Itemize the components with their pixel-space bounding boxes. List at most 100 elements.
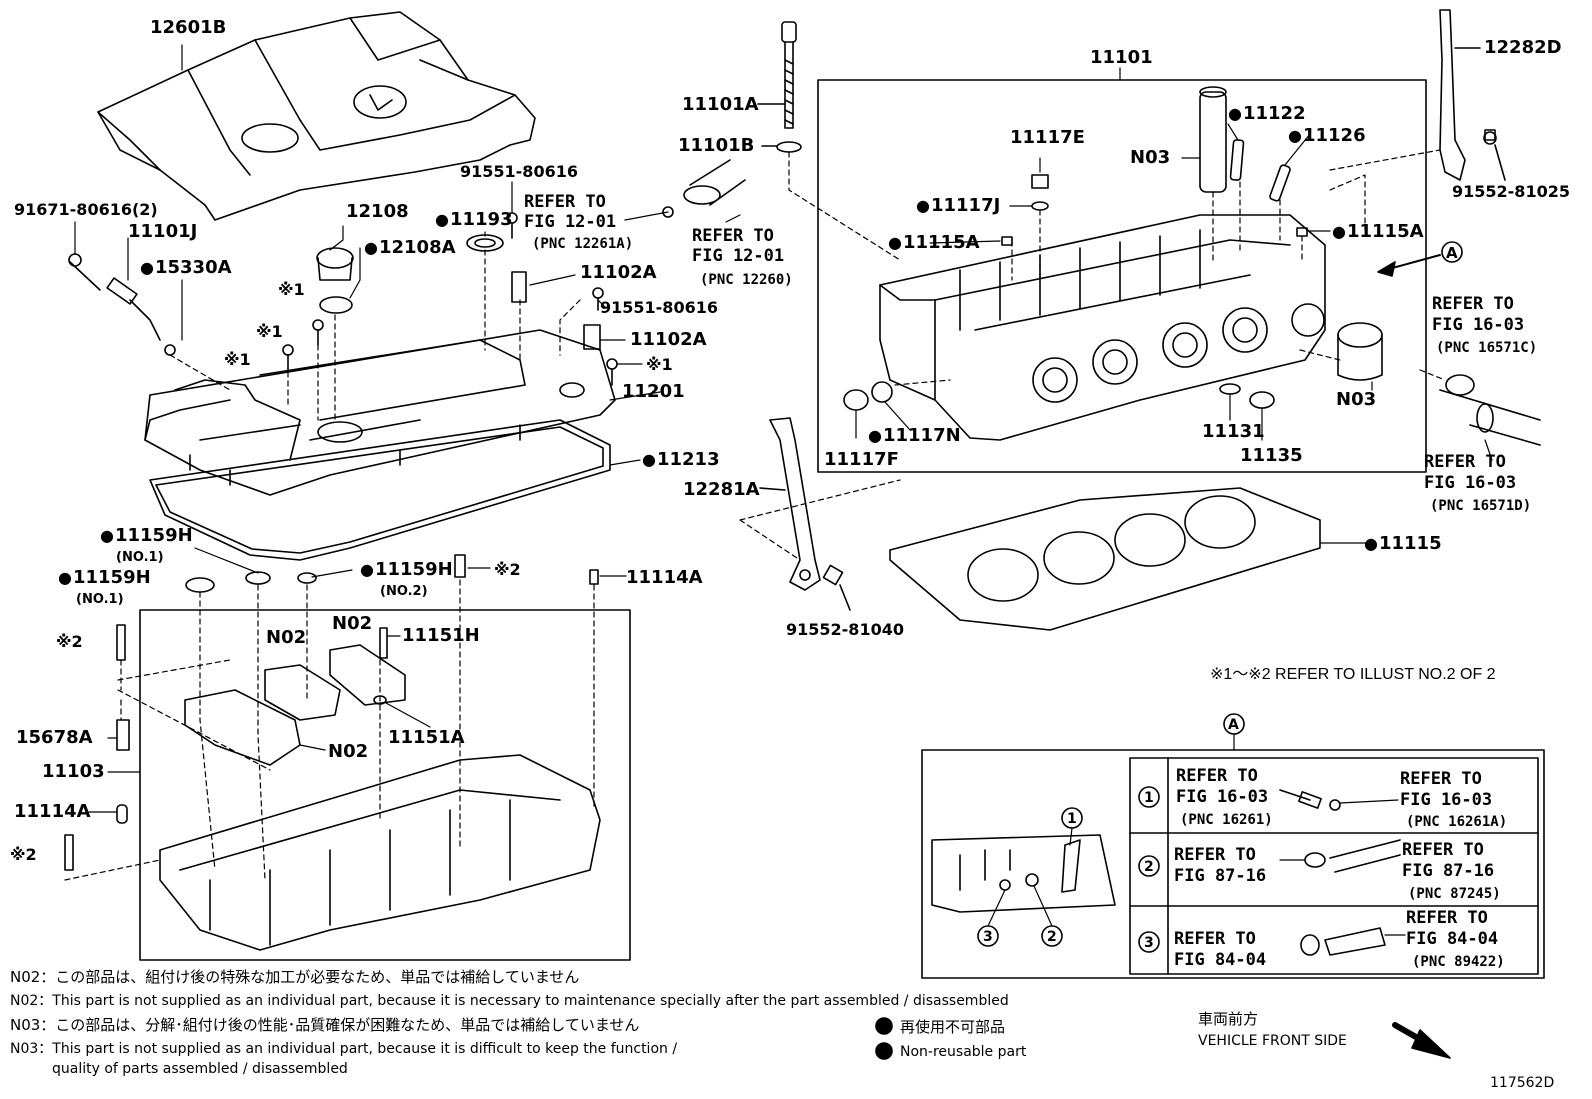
part-label-91552-81040[interactable]: 91552-81040 xyxy=(786,620,904,639)
detail-row3-left-line1[interactable]: REFER TO xyxy=(1174,929,1256,949)
detail-a-box xyxy=(921,749,1545,979)
part-label-11213[interactable]: 11213 xyxy=(642,450,720,470)
refer-12-01-b-line1[interactable]: REFER TO xyxy=(692,226,774,246)
part-label-11103[interactable]: 11103 xyxy=(42,761,105,782)
front-label-jp: 車両前方 xyxy=(1198,1010,1259,1028)
part-label-n03-a[interactable]: N03 xyxy=(1130,147,1171,168)
diagram-id: 117562D xyxy=(1490,1075,1555,1091)
refer-12-01-b-line2[interactable]: FIG 12-01 xyxy=(692,246,785,266)
part-label-11159h-b[interactable]: 11159H xyxy=(58,568,151,588)
head-cover-drawing xyxy=(144,329,616,496)
part-label-n02-a[interactable]: N02 xyxy=(266,627,307,648)
part-label-11114a-a[interactable]: 11114A xyxy=(626,567,703,588)
part-label-11135[interactable]: 11135 xyxy=(1240,445,1303,466)
detail-row1-right-pnc: (PNC 16261A) xyxy=(1406,814,1508,830)
detail-row1-right-line2[interactable]: FIG 16-03 xyxy=(1400,790,1493,810)
part-label-15330a[interactable]: 15330A xyxy=(140,258,232,278)
detail-row3-right-pnc: (PNC 89422) xyxy=(1412,954,1505,970)
kome1-label-d: ※1 xyxy=(646,355,673,374)
part-label-n02-b[interactable]: N02 xyxy=(332,613,373,634)
part-label-11159h-a[interactable]: 11159H xyxy=(100,526,193,546)
part-label-n02-c[interactable]: N02 xyxy=(328,741,369,762)
part-label-n03-b[interactable]: N03 xyxy=(1336,389,1377,410)
refer-16-03-c-line2[interactable]: FIG 16-03 xyxy=(1432,315,1525,335)
detail-row2-right-line2[interactable]: FIG 87-16 xyxy=(1402,861,1495,881)
note-n03-jp: N03：この部品は、分解･組付け後の性能･品質確保が困難なため、単品では補給して… xyxy=(10,1016,640,1034)
part-label-12108[interactable]: 12108 xyxy=(346,201,409,222)
part-label-91551-a[interactable]: 91551-80616 xyxy=(460,162,578,181)
detail-a-marker-label: A xyxy=(1228,717,1239,733)
refer-16-03-d-line1[interactable]: REFER TO xyxy=(1424,452,1506,472)
refer-12-01-a-line1[interactable]: REFER TO xyxy=(524,192,606,212)
cam-housing-box xyxy=(139,609,631,961)
detail-row2-left-line2[interactable]: FIG 87-16 xyxy=(1174,866,1267,886)
refer-12-01-a-pnc: (PNC 12261A) xyxy=(532,236,634,252)
detail-row3-right-line1[interactable]: REFER TO xyxy=(1406,908,1488,928)
part-label-11193[interactable]: 11193 xyxy=(435,210,513,230)
note-n03-en-line2: quality of parts assembled / disassemble… xyxy=(52,1061,348,1077)
dashed-leaders xyxy=(169,249,581,421)
part-label-11117n[interactable]: 11117N xyxy=(868,426,961,446)
detail-row2-right-line1[interactable]: REFER TO xyxy=(1402,840,1484,860)
part-label-11131[interactable]: 11131 xyxy=(1202,421,1265,442)
detail-row1-left-line1[interactable]: REFER TO xyxy=(1176,766,1258,786)
illust-note: ※1～※2 REFER TO ILLUST NO.2 OF 2 xyxy=(1210,666,1496,683)
part-label-11117f[interactable]: 11117F xyxy=(824,449,899,470)
no1-label-a: (NO.1) xyxy=(116,550,164,565)
part-label-11159h-c[interactable]: 11159H xyxy=(360,560,453,580)
detail-row3-left-line2[interactable]: FIG 84-04 xyxy=(1174,950,1267,970)
detail-callout-3: 3 xyxy=(983,929,993,945)
detail-row1-left-line2[interactable]: FIG 16-03 xyxy=(1176,787,1269,807)
part-label-11101j[interactable]: 11101J xyxy=(128,221,198,242)
non-reusable-bullet xyxy=(875,1017,893,1035)
note-n02-jp: N02：この部品は、組付け後の特殊な加工が必要なため、単品では補給していません xyxy=(10,968,580,986)
part-label-11151a[interactable]: 11151A xyxy=(388,727,465,748)
head-gasket-drawing xyxy=(889,487,1369,631)
detail-row2-left-line1[interactable]: REFER TO xyxy=(1174,845,1256,865)
kome1-label-c: ※1 xyxy=(224,350,251,369)
part-label-11126[interactable]: 11126 xyxy=(1288,126,1366,146)
part-label-11102a-b[interactable]: 11102A xyxy=(630,329,707,350)
refer-16-03-c-pnc: (PNC 16571C) xyxy=(1436,340,1538,356)
part-label-12282d[interactable]: 12282D xyxy=(1484,37,1562,58)
part-label-91671[interactable]: 91671-80616(2) xyxy=(14,200,158,219)
part-label-11201[interactable]: 11201 xyxy=(622,381,685,402)
part-label-11102a-a[interactable]: 11102A xyxy=(580,262,657,283)
no2-label: (NO.2) xyxy=(380,584,428,599)
part-label-11101b[interactable]: 11101B xyxy=(678,135,755,156)
refer-16-03-c-line1[interactable]: REFER TO xyxy=(1432,294,1514,314)
part-label-91552-81025[interactable]: 91552-81025 xyxy=(1452,182,1570,201)
part-label-11115[interactable]: 11115 xyxy=(1364,534,1442,554)
kome2-label-b: ※2 xyxy=(56,632,83,651)
part-label-11117j[interactable]: 11117J xyxy=(916,196,1000,216)
detail-row1-right-line1[interactable]: REFER TO xyxy=(1400,769,1482,789)
part-label-11115a-a[interactable]: 11115A xyxy=(888,233,980,253)
part-label-12281a[interactable]: 12281A xyxy=(683,479,760,500)
kome1-label-b: ※1 xyxy=(256,322,283,341)
front-direction-arrow xyxy=(1411,1029,1451,1059)
part-label-11101[interactable]: 11101 xyxy=(1090,47,1153,68)
detail-row2-num: 2 xyxy=(1144,859,1154,875)
cylinder-head-drawing xyxy=(843,86,1383,441)
part-label-15678a[interactable]: 15678A xyxy=(16,727,93,748)
cam-housing-dashed xyxy=(64,579,595,881)
refer-16-03-d-line2[interactable]: FIG 16-03 xyxy=(1424,473,1517,493)
part-label-12601b[interactable]: 12601B xyxy=(150,17,227,38)
part-label-12108a[interactable]: 12108A xyxy=(364,238,456,258)
front-label-en: VEHICLE FRONT SIDE xyxy=(1198,1033,1347,1049)
detail-a-engine-sketch xyxy=(931,807,1116,947)
part-label-11122[interactable]: 11122 xyxy=(1228,104,1306,124)
part-label-11101a[interactable]: 11101A xyxy=(682,94,759,115)
detail-row1-num: 1 xyxy=(1144,790,1154,806)
part-label-91551-b[interactable]: 91551-80616 xyxy=(600,298,718,317)
leader-lines-top-left xyxy=(74,44,741,466)
refer-12-01-a-line2[interactable]: FIG 12-01 xyxy=(524,212,617,232)
engine-cover-drawing xyxy=(97,11,536,221)
cam-housing-leaders xyxy=(87,547,627,813)
detail-row3-right-line2[interactable]: FIG 84-04 xyxy=(1406,929,1499,949)
part-label-11115a-b[interactable]: 11115A xyxy=(1332,222,1424,242)
part-label-11151h[interactable]: 11151H xyxy=(402,625,480,646)
part-label-11114a-b[interactable]: 11114A xyxy=(14,801,91,822)
part-label-11117e[interactable]: 11117E xyxy=(1010,127,1085,148)
